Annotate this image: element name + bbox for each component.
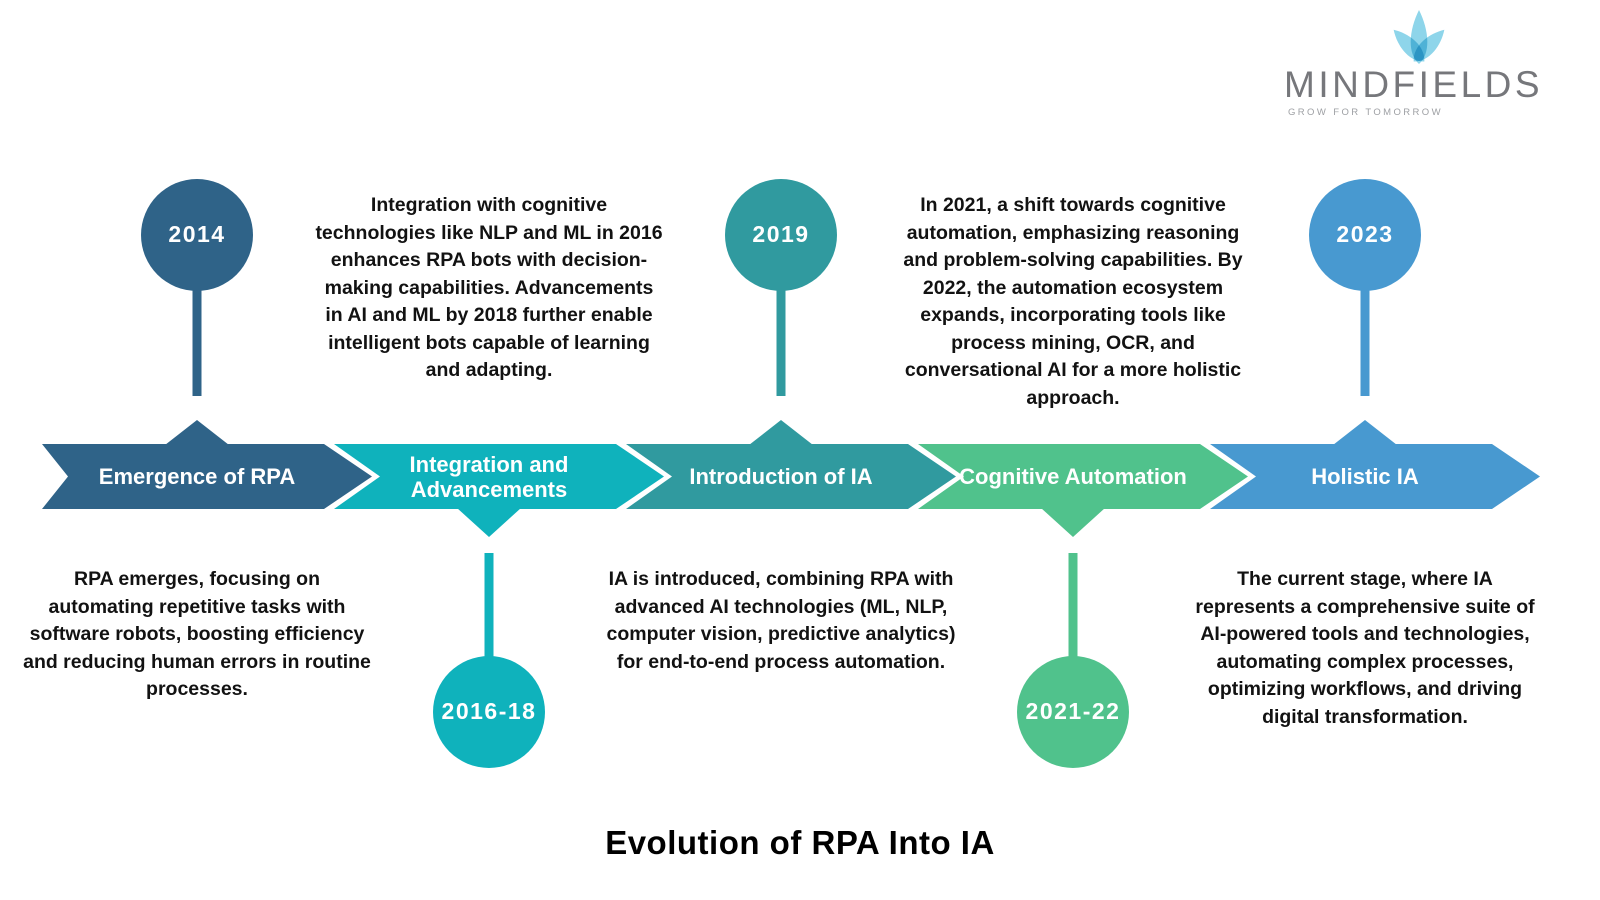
stage-2-stem xyxy=(484,553,494,657)
stage-2-year: 2016-18 xyxy=(441,698,537,724)
stage-2-year-circle xyxy=(433,656,545,768)
stage-1-description: RPA emerges, focusing on automating repe… xyxy=(23,568,371,700)
lotus-icon xyxy=(1393,10,1445,64)
lotus-petal-center xyxy=(1410,10,1428,64)
stage-5-description: The current stage, where IA represents a… xyxy=(1195,568,1535,728)
stage-3-banner-label: Introduction of IA xyxy=(689,464,873,489)
stage-1-banner-arrow xyxy=(42,444,372,509)
stage-3-stem xyxy=(776,290,786,396)
stage-5-stem xyxy=(1360,290,1370,396)
stage-5-pointer-up xyxy=(1333,420,1397,445)
stage-1-stem xyxy=(192,290,202,396)
stage-4-banner-label: Cognitive Automation xyxy=(959,464,1187,489)
stage-5-banner-label: Holistic IA xyxy=(1311,464,1419,489)
stage-4-pointer-down xyxy=(1041,508,1105,537)
stage-2-description: Integration with cognitive technologies … xyxy=(315,194,663,381)
stage-2-banner-arrow xyxy=(334,444,664,509)
stage-3-year: 2019 xyxy=(752,221,810,247)
stage-5-year-circle xyxy=(1309,179,1421,291)
stage-4-description: In 2021, a shift towards cognitive autom… xyxy=(903,194,1243,409)
stage-1-year: 2014 xyxy=(168,221,226,247)
stage-2-banner-label: Integration and Advancements xyxy=(409,451,569,502)
stage-1-pointer-up xyxy=(165,420,229,445)
stage-2-pointer-down xyxy=(457,508,521,537)
brand-wordmark: MINDFIELDS xyxy=(1284,64,1544,105)
stage-4-year: 2021-22 xyxy=(1025,698,1121,724)
stage-4-year-circle xyxy=(1017,656,1129,768)
stage-5-banner-arrow xyxy=(1210,444,1540,509)
page-title: Evolution of RPA Into IA xyxy=(605,824,995,861)
stage-3-banner-arrow xyxy=(626,444,956,509)
stage-4-banner-arrow xyxy=(918,444,1248,509)
stage-3-description: IA is introduced, combining RPA with adv… xyxy=(606,568,956,673)
stage-3-pointer-up xyxy=(749,420,813,445)
brand-tagline: GROW FOR TOMORROW xyxy=(1288,107,1443,118)
stage-1-banner-label: Emergence of RPA xyxy=(98,464,296,489)
stage-3-year-circle xyxy=(725,179,837,291)
stage-5-year: 2023 xyxy=(1336,221,1394,247)
stage-1-year-circle xyxy=(141,179,253,291)
stage-4-stem xyxy=(1068,553,1078,657)
